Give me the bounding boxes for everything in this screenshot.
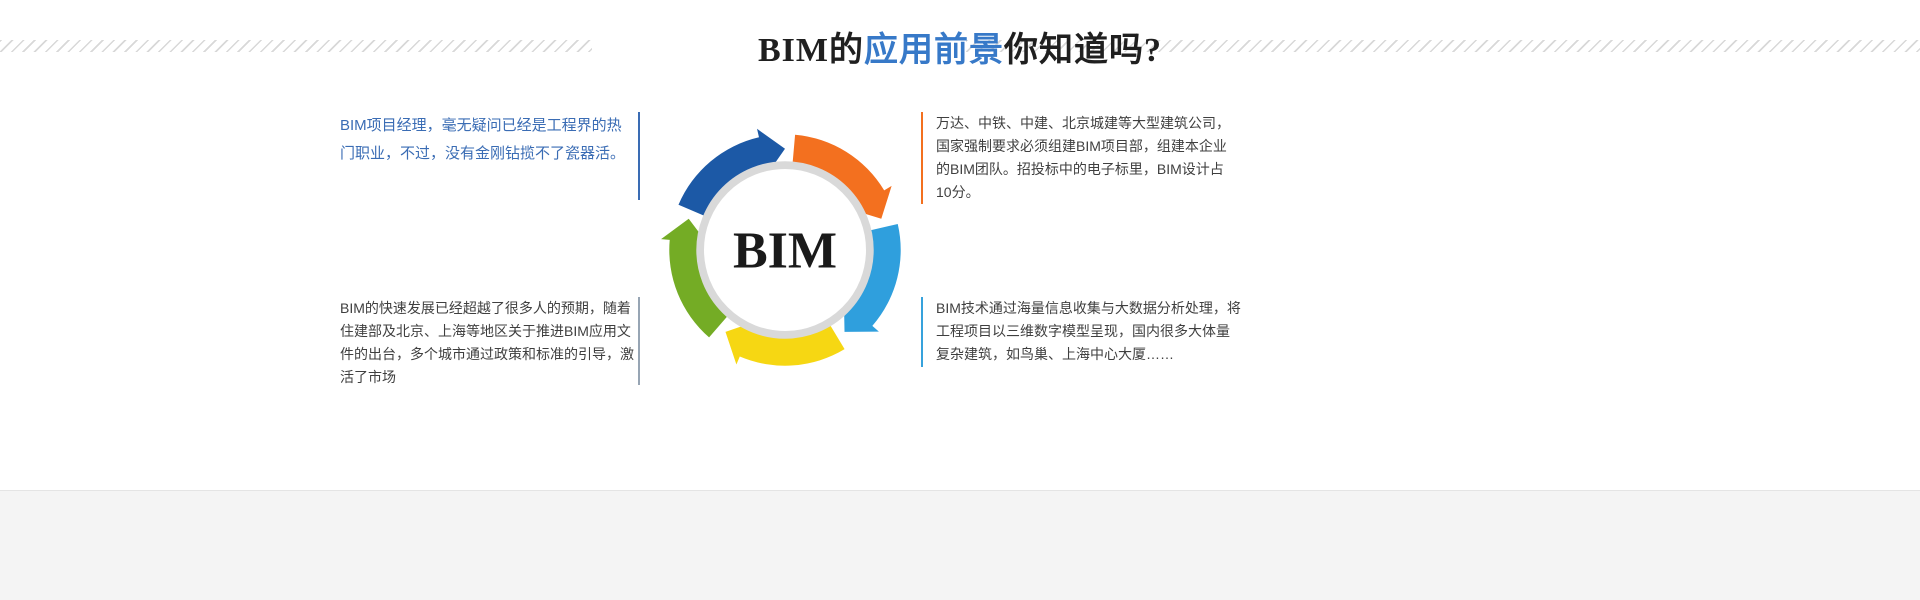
- note-bottom-left: BIM的快速发展已经超越了很多人的预期，随着住建部及北京、上海等地区关于推进BI…: [340, 297, 640, 389]
- note-bottom-left-accent-line: [638, 297, 640, 385]
- note-top-right: 万达、中铁、中建、北京城建等大型建筑公司，国家强制要求必须组建BIM项目部，组建…: [921, 112, 1239, 204]
- cycle-segment-dark-blue: [678, 128, 785, 217]
- page-title: BIM的应用前景你知道吗?: [0, 22, 1920, 71]
- title-stripe-right: [966, 40, 1920, 52]
- note-bottom-right-text: BIM技术通过海量信息收集与大数据分析处理，将工程项目以三维数字模型呈现，国内很…: [936, 300, 1241, 362]
- note-top-left: BIM项目经理，毫无疑问已经是工程界的热门职业，不过，没有金刚钻揽不了瓷器活。: [340, 112, 640, 200]
- section-header: BIM的应用前景你知道吗?: [0, 0, 1920, 80]
- title-stripe-left: [0, 40, 592, 52]
- cycle-segment-green: [661, 218, 729, 338]
- note-bottom-right: BIM技术通过海量信息收集与大数据分析处理，将工程项目以三维数字模型呈现，国内很…: [921, 297, 1243, 367]
- note-top-left-text: BIM项目经理，毫无疑问已经是工程界的热门职业，不过，没有金刚钻揽不了瓷器活。: [340, 117, 626, 162]
- note-top-right-accent-line: [921, 112, 923, 204]
- cycle-diagram-svg: BIM: [661, 128, 901, 366]
- bim-cycle-diagram: BIM: [650, 115, 920, 385]
- center-label: BIM: [733, 222, 837, 279]
- cycle-segment-light-blue: [843, 223, 901, 332]
- note-bottom-left-text: BIM的快速发展已经超越了很多人的预期，随着住建部及北京、上海等地区关于推进BI…: [340, 300, 634, 385]
- note-top-right-text: 万达、中铁、中建、北京城建等大型建筑公司，国家强制要求必须组建BIM项目部，组建…: [936, 115, 1230, 200]
- title-pre: BIM的: [758, 32, 864, 69]
- title-post: 你知道吗?: [1004, 32, 1162, 69]
- note-top-left-accent-line: [638, 112, 640, 200]
- note-bottom-right-accent-line: [921, 297, 923, 367]
- title-highlight: 应用前景: [864, 32, 1004, 69]
- center-disc: [696, 161, 874, 339]
- cycle-segment-orange: [792, 134, 892, 219]
- footer-band: [0, 490, 1920, 600]
